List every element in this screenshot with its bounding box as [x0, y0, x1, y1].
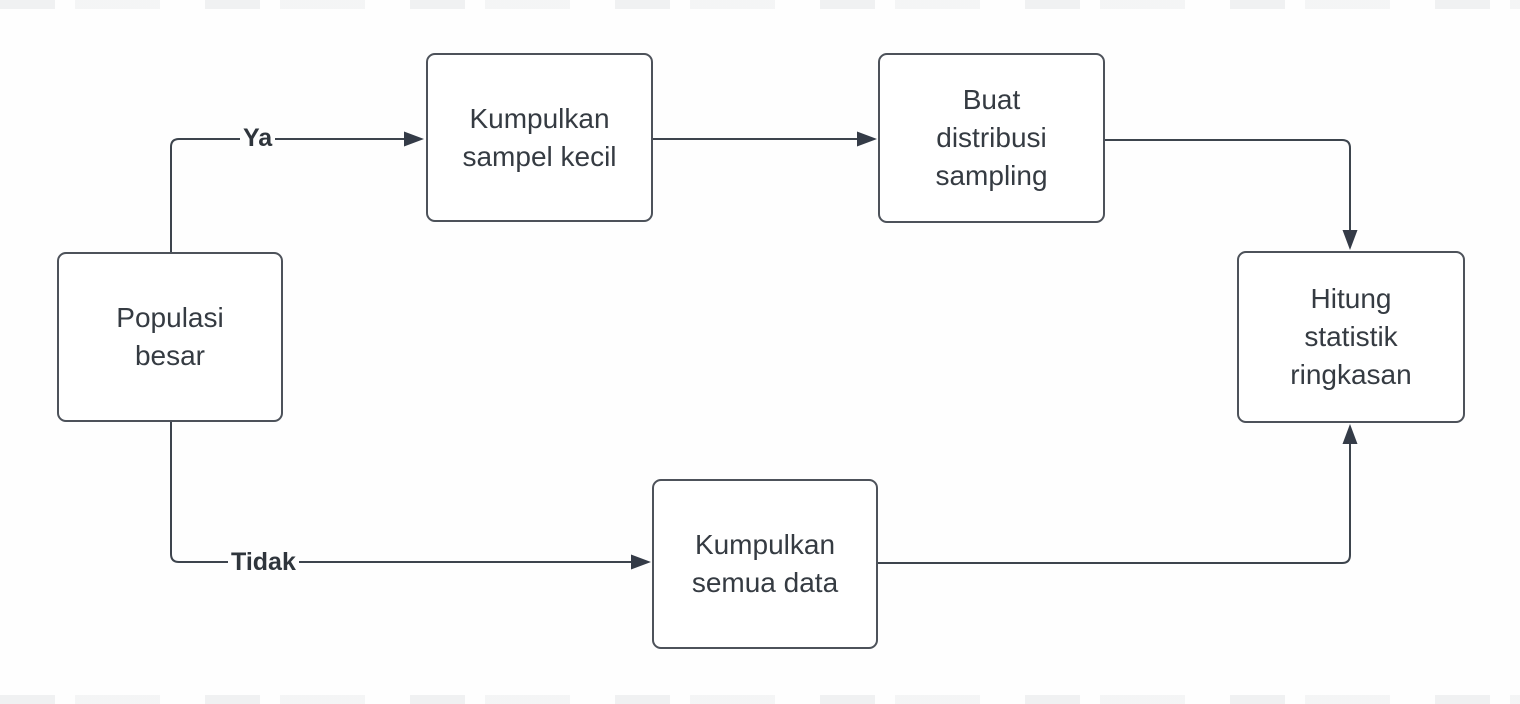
arrowhead-sampel-to-distribusi-icon [857, 131, 877, 147]
edge-label-ya: Ya [240, 124, 276, 152]
node-hitung-statistik-ringkasan: Hitung statistik ringkasan [1237, 251, 1465, 423]
edge-semua-to-hitung-line [878, 442, 1351, 564]
edge-distribusi-to-hitung-line [1105, 139, 1351, 233]
node-buat-distribusi-sampling: Buat distribusi sampling [878, 53, 1105, 223]
node-kumpulkan-sampel-kecil: Kumpulkan sampel kecil [426, 53, 653, 222]
edge-ya-line [170, 138, 406, 253]
arrowhead-tidak-icon [631, 554, 651, 570]
edge-label-tidak: Tidak [228, 548, 299, 576]
scan-artifact-top [0, 0, 1520, 9]
scan-artifact-bottom [0, 695, 1520, 704]
arrowhead-semua-to-hitung-icon [1342, 424, 1358, 444]
node-populasi-besar: Populasi besar [57, 252, 283, 422]
edge-tidak-line [170, 422, 633, 563]
node-kumpulkan-semua-data: Kumpulkan semua data [652, 479, 878, 649]
arrowhead-distribusi-to-hitung-icon [1342, 230, 1358, 250]
arrowhead-ya-icon [404, 131, 424, 147]
